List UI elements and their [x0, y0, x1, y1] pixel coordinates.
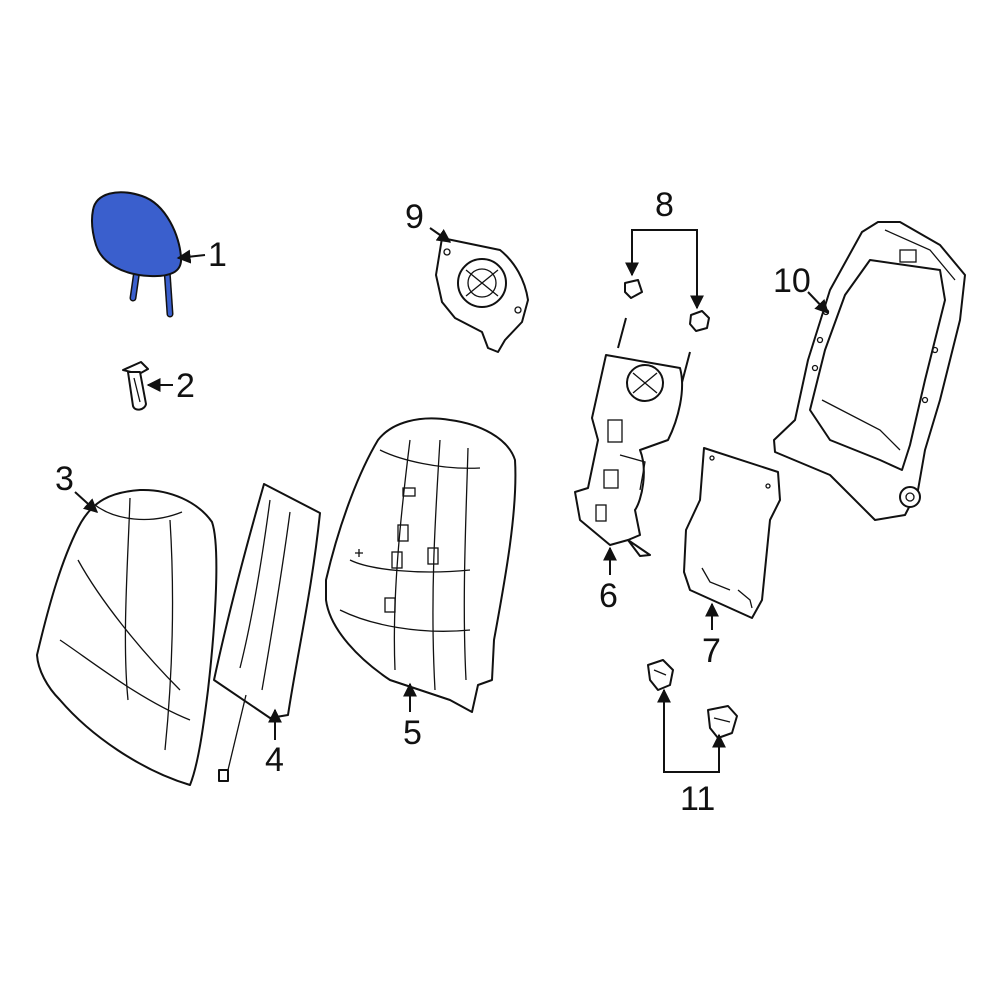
part-2-headrest-guide[interactable] [122, 361, 149, 411]
callout-5: 5 [403, 714, 422, 752]
part-10-seat-back-frame[interactable] [773, 221, 966, 521]
callout-3: 3 [55, 460, 74, 498]
callout-2: 2 [176, 367, 195, 405]
part-4-heater-element[interactable] [213, 483, 321, 782]
callout-6: 6 [599, 577, 618, 615]
callout-1: 1 [208, 236, 227, 274]
part-1-headrest[interactable] [91, 191, 183, 318]
callout-8: 8 [655, 186, 674, 224]
leader-lines [74, 227, 829, 773]
part-9-recliner-mechanism[interactable] [435, 237, 529, 353]
callout-11: 11 [680, 780, 715, 818]
callout-4: 4 [265, 741, 284, 779]
headrest-shape [91, 191, 183, 278]
callout-labels: 1 2 3 4 5 6 7 8 9 10 11 [55, 186, 811, 818]
part-5-seat-back-pad[interactable] [325, 417, 517, 713]
part-7-back-panel[interactable] [683, 447, 781, 619]
part-11-clips[interactable] [647, 659, 738, 739]
callout-9: 9 [405, 198, 424, 236]
callout-10: 10 [773, 262, 811, 300]
callout-7: 7 [702, 632, 721, 670]
part-6-lumbar-support[interactable] [574, 317, 691, 557]
part-3-seat-back-cover[interactable] [36, 488, 218, 786]
